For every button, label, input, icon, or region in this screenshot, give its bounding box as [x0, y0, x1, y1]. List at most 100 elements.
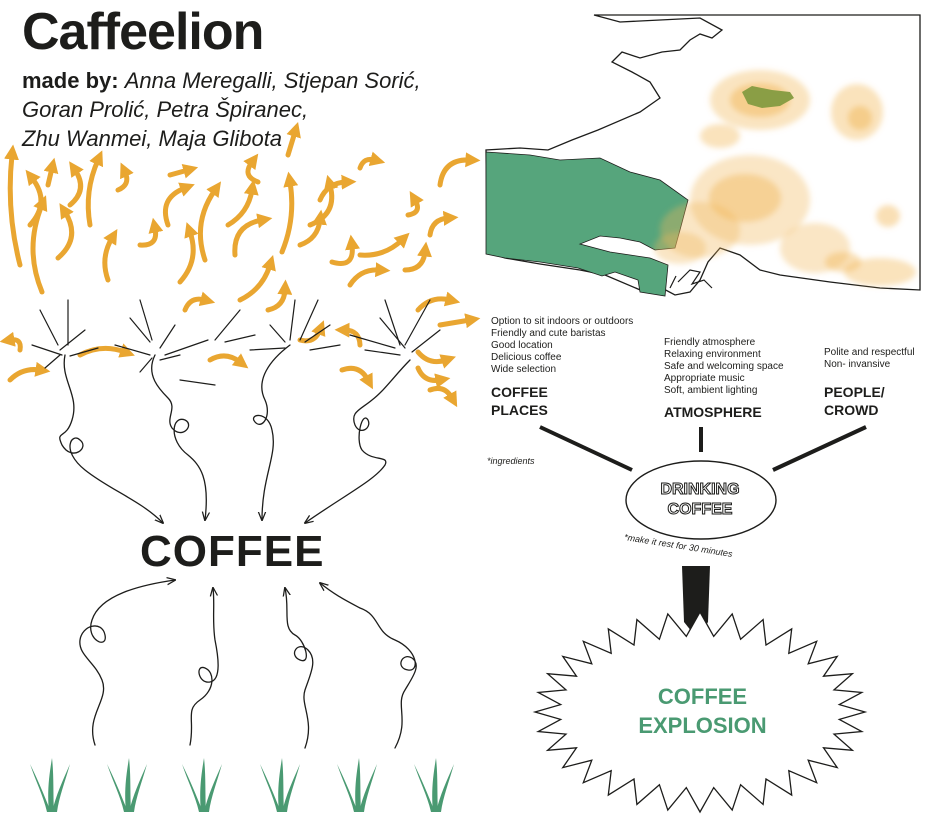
- dandelion-seed-arrow-icon: [67, 161, 84, 208]
- map-sea-land: [485, 151, 689, 297]
- atmosphere-item: Safe and welcoming space: [664, 361, 784, 372]
- stalk-line: [59, 329, 86, 351]
- grass-sprout-icon: [414, 758, 454, 812]
- places-item: Friendly and cute baristas: [491, 328, 606, 339]
- stalk-line: [159, 324, 176, 349]
- curly-arrow-bottom-4: [320, 583, 417, 749]
- dandelion-seed-arrow-icon: [347, 262, 391, 288]
- stalk-line: [269, 324, 286, 343]
- stalk-line: [364, 349, 401, 356]
- dandelion-seed-arrow-icon: [339, 365, 373, 390]
- explosion-burst-icon: [532, 610, 868, 814]
- connector-places: [539, 425, 633, 472]
- curly-arrow-bottom-2: [189, 588, 219, 746]
- dandelion-seed-arrow-icon: [285, 121, 301, 158]
- credits-line-3: Zhu Wanmei, Maja Glibota: [22, 126, 283, 151]
- people-heading-line-1: PEOPLE/: [824, 384, 885, 400]
- stalk-line: [39, 309, 59, 346]
- grass-blade: [359, 764, 377, 812]
- grass-blade: [48, 758, 54, 812]
- atmosphere-item: Friendly atmosphere: [664, 337, 756, 348]
- stalk-line: [31, 344, 63, 356]
- dandelion-seed-arrow-icon: [137, 217, 164, 248]
- stalk-line: [44, 354, 61, 369]
- dandelion-seed-arrow-icon: [43, 157, 59, 188]
- grass-blade: [129, 764, 147, 812]
- coffee-center-label: COFFEE: [140, 527, 325, 576]
- stalk-line: [159, 354, 181, 361]
- grass-sprout-icon: [260, 758, 300, 812]
- dandelion-seed-arrow-icon: [437, 313, 481, 329]
- people-item: Polite and respectful: [824, 347, 915, 358]
- dandelion-seed-arrow-icon: [115, 162, 134, 193]
- grass-blade: [182, 764, 203, 812]
- grass-blade: [204, 764, 222, 812]
- dandelion-seed-arrow-icon: [243, 153, 261, 185]
- dandelion-seed-arrow-icon: [402, 241, 432, 273]
- atmosphere-item: Soft, ambient lighting: [664, 385, 758, 396]
- dandelion-seed-arrow-icon: [405, 190, 424, 218]
- stalk-line: [379, 317, 406, 349]
- coffee-explosion-label: COFFEE EXPLOSION: [600, 682, 805, 740]
- atmosphere-item: Appropriate music: [664, 373, 745, 384]
- places-list: Option to sit indoors or outdoors Friend…: [491, 316, 633, 376]
- dandelion-seed-arrow-icon: [307, 174, 339, 228]
- dandelion-seed-arrow-icon: [182, 291, 216, 313]
- title: Caffeelion: [22, 3, 264, 61]
- grass-sprout-icon: [337, 758, 377, 812]
- connector-people: [772, 425, 867, 472]
- curly-arrows: [59, 344, 417, 749]
- dandelion-seed-arrow-icon: [265, 279, 293, 313]
- dandelion-seed-arrow-icon: [197, 181, 222, 263]
- places-item: Good location: [491, 340, 553, 351]
- grass-blade: [414, 764, 435, 812]
- credits-prefix: made by:: [22, 68, 119, 93]
- dandelion-seed-arrow-icon: [102, 228, 118, 283]
- dandelion-seed-arrow-icon: [279, 171, 299, 255]
- grass-blade: [260, 764, 281, 812]
- explosion-line-2: EXPLOSION: [638, 713, 767, 738]
- grass-blade: [52, 764, 70, 812]
- curly-arrow-bottom-1: [79, 580, 175, 746]
- drinking-line-1: DRINKING: [660, 481, 740, 499]
- stalk-line: [139, 357, 153, 373]
- dandelion-seed-arrow-icon: [85, 150, 104, 228]
- dandelion-seed-arrow-icon: [0, 331, 23, 353]
- stalk-line: [404, 299, 431, 346]
- stalk-line: [309, 344, 341, 351]
- grass-blade: [337, 764, 358, 812]
- dandelion-seed-arrow-icon: [237, 254, 276, 303]
- curly-arrow-top-1: [59, 354, 163, 523]
- stalk-line: [129, 317, 151, 343]
- seed-arrows: [0, 121, 481, 408]
- dandelion-seed-arrow-icon: [232, 213, 273, 258]
- grass-blade: [107, 764, 128, 812]
- grass-blade: [436, 764, 454, 812]
- dandelion-seed-arrow-icon: [357, 232, 410, 258]
- stalk-line: [304, 324, 331, 343]
- credits-line-1: Anna Meregalli, Stjepan Sorić,: [124, 68, 421, 93]
- stalk-line: [114, 344, 151, 356]
- curly-arrow-top-2: [151, 354, 207, 520]
- grass-blade: [355, 758, 361, 812]
- grass-blade: [282, 764, 300, 812]
- stalk-line: [349, 334, 396, 349]
- drinking-coffee-label: DRINKING COFFEE: [627, 480, 773, 520]
- people-heading-line-2: CROWD: [824, 402, 879, 418]
- atmosphere-list: Friendly atmosphere Relaxing environment…: [664, 337, 784, 397]
- dandelion-seed-arrow-icon: [162, 182, 195, 228]
- ingredients-note: *ingredients: [487, 456, 535, 466]
- dandelion-seed-arrow-icon: [357, 151, 386, 171]
- stalk-line: [384, 299, 401, 346]
- grass-blade: [200, 758, 206, 812]
- heatmap-core: [742, 86, 794, 108]
- places-item: Delicious coffee: [491, 352, 562, 363]
- grass-blade: [278, 758, 284, 812]
- dandelion-seed-arrow-icon: [427, 385, 458, 408]
- dandelion-seed-arrow-icon: [415, 291, 461, 313]
- city-map: [485, 14, 921, 297]
- dandelion-seed-arrow-icon: [167, 163, 199, 179]
- grass-sprout-icon: [30, 758, 70, 812]
- dandelion-seed-arrow-icon: [177, 222, 199, 285]
